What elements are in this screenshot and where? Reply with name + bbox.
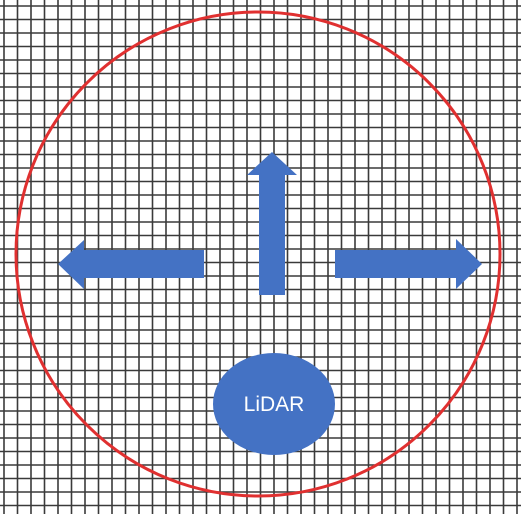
arrow-right <box>335 239 482 289</box>
range-circle <box>14 10 502 498</box>
lidar-sensor <box>213 353 335 455</box>
lidar-label: LiDAR <box>244 393 305 416</box>
arrow-left <box>58 240 204 289</box>
arrow-up <box>247 152 297 295</box>
